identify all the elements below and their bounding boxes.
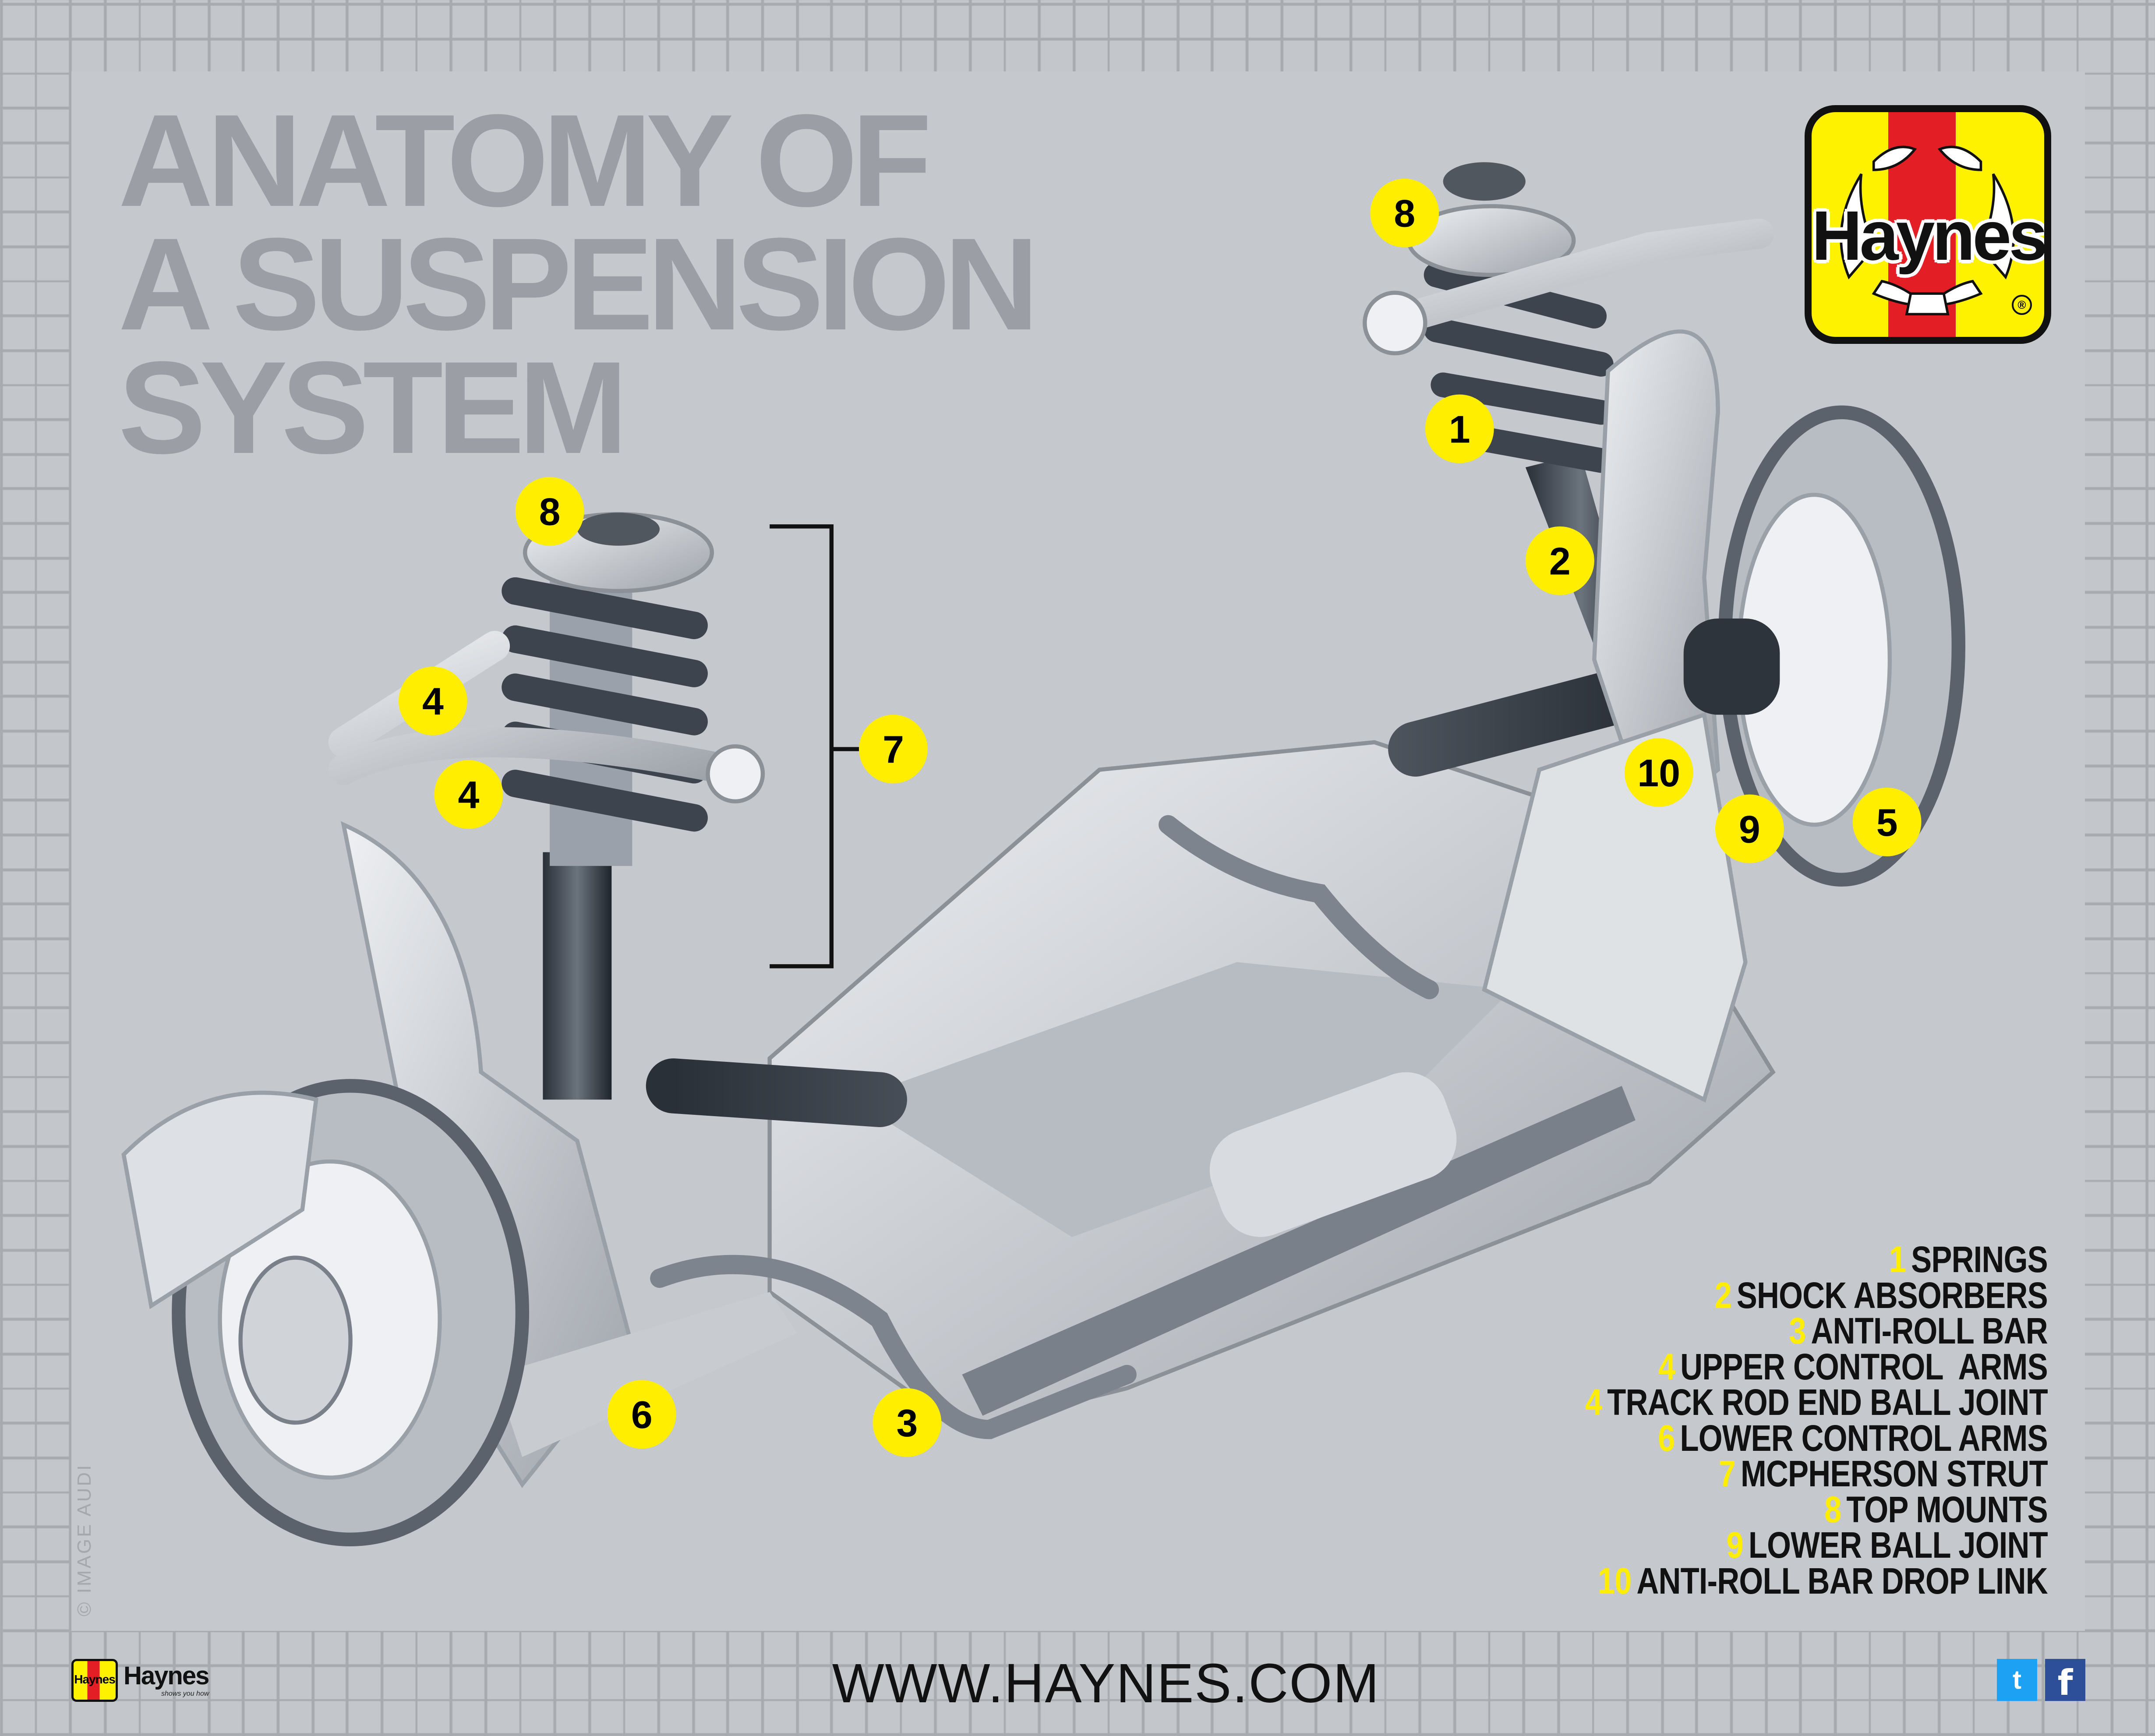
legend-label: LOWER BALL JOINT [1749,1524,2048,1566]
legend-label: SHOCK ABSORBERS [1736,1274,2048,1316]
strut-bracket [770,524,859,969]
website-link[interactable]: WWW.HAYNES.COM [832,1652,1380,1714]
legend-label: LOWER CONTROL ARMS [1680,1417,2048,1459]
twitter-icon[interactable]: t [1997,1659,2037,1701]
callout-6: 6 [607,1380,676,1449]
svg-text:10: 10 [1637,751,1680,795]
callout-8-left: 8 [515,477,584,546]
haynes-logo: Haynes ® [1805,105,2051,344]
callout-5: 5 [1852,787,1922,856]
legend-label: ANTI-ROLL BAR [1811,1310,2048,1351]
svg-text:8: 8 [539,490,561,534]
left-strut [328,512,797,1488]
svg-text:3: 3 [896,1401,918,1445]
svg-text:6: 6 [631,1393,653,1436]
legend-number: 9 [1726,1524,1744,1566]
legend-number: 6 [1658,1417,1675,1459]
svg-text:1: 1 [1449,407,1470,451]
right-brake-disc [1683,405,1965,887]
registered-mark: ® [2012,295,2032,315]
callout-2: 2 [1525,526,1594,595]
footer-brand: Haynes [124,1662,209,1690]
page-title: ANATOMY OF A SUSPENSION SYSTEM [118,87,1039,481]
legend-label: TOP MOUNTS [1846,1489,2048,1530]
footer-logo[interactable]: Haynes [71,1659,118,1702]
svg-text:4: 4 [422,680,444,723]
laurel-wreath-icon [1840,145,2015,316]
callout-1: 1 [1425,394,1494,463]
callouts: 8 1 2 10 9 5 8 4 4 7 6 3 [398,178,1922,1457]
image-credit: © IMAGE AUDI [74,1463,95,1616]
svg-text:4: 4 [458,773,480,817]
footer-logo-text: Haynes [74,1672,116,1686]
legend-number: 8 [1824,1489,1841,1530]
svg-text:8: 8 [1394,192,1415,235]
svg-text:9: 9 [1739,807,1760,851]
callout-10: 10 [1624,738,1693,807]
legend-label: MCPHERSON STRUT [1741,1453,2048,1494]
title-line: A SUSPENSION [118,210,1039,357]
legend-number: 4 [1585,1382,1602,1423]
footer-tagline: shows you how [161,1690,209,1697]
legend-number: 1 [1889,1239,1906,1280]
callout-8-right: 8 [1370,178,1439,247]
callout-4-upper: 4 [398,666,467,735]
title-line: SYSTEM [118,334,628,481]
legend-number: 4 [1658,1346,1675,1387]
svg-text:5: 5 [1876,801,1898,844]
anti-roll-bar [650,815,1439,1439]
callout-3: 3 [873,1388,942,1457]
legend-label: TRACK ROD END BALL JOINT [1607,1382,2048,1423]
left-brake-disc [121,1079,530,1546]
facebook-icon[interactable]: f [2045,1659,2085,1703]
logo-wordmark: Haynes [1812,196,2045,275]
legend-label: ANTI-ROLL BAR DROP LINK [1636,1560,2048,1602]
legend-number: 2 [1714,1274,1732,1316]
callout-7: 7 [859,714,928,784]
callout-4-lower: 4 [434,760,503,829]
legend-number: 3 [1789,1310,1806,1351]
legend-number: 10 [1597,1560,1632,1602]
legend-label: SPRINGS [1911,1239,2048,1280]
legend-label: UPPER CONTROL ARMS [1680,1346,2048,1387]
legend-number: 7 [1718,1453,1736,1494]
title-line: ANATOMY OF [118,87,932,234]
right-strut [1363,162,1774,1103]
svg-text:7: 7 [883,728,904,771]
callout-9: 9 [1715,794,1784,863]
svg-text:2: 2 [1549,540,1571,583]
